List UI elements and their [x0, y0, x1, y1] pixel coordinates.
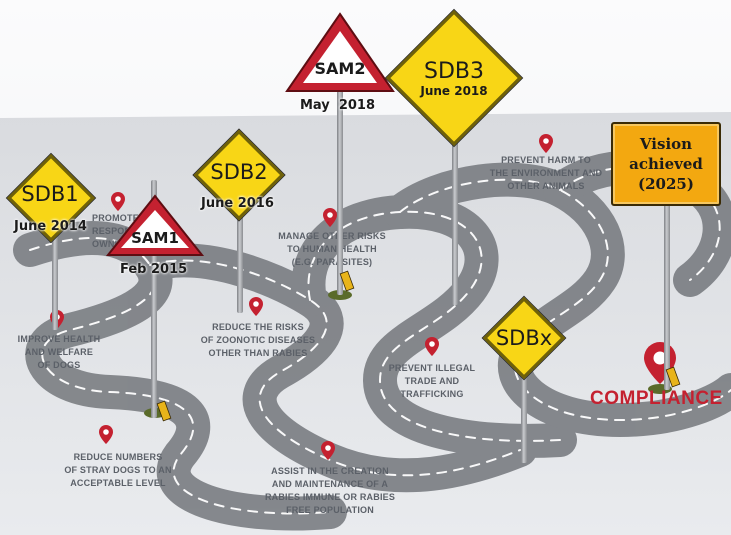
pin-icon	[249, 297, 263, 316]
pin-icon	[111, 192, 125, 211]
label-reduce-stray-dogs: REDUCE NUMBERS OF STRAY DOGS TO AN ACCEP…	[64, 452, 172, 488]
pin-icon	[323, 208, 337, 227]
pole-sam2	[337, 80, 343, 295]
sign-vision-achieved: Vision achieved (2025)	[611, 122, 721, 206]
pole-sdb1	[52, 205, 58, 330]
sign-sam2-label: SAM2	[314, 59, 366, 78]
label-prevent-trade: PREVENT ILLEGAL TRADE AND TRAFFICKING	[388, 363, 476, 399]
pole-sdb2	[237, 195, 243, 313]
label-reduce-zoonotic-risks: REDUCE THE RISKS OF ZOONOTIC DISEASES OT…	[200, 322, 316, 358]
label-manage-human-health: MANAGE OTHER RISKS TO HUMAN HEALTH (E.G.…	[278, 231, 386, 267]
pin-icon	[321, 441, 335, 460]
sign-sam2	[285, 12, 395, 92]
sign-sam1	[105, 194, 205, 256]
pin-icon	[539, 134, 553, 153]
sign-sam1-label: SAM1	[131, 229, 179, 247]
pin-icon	[425, 337, 439, 356]
label-prevent-harm: PREVENT HARM TO THE ENVIRONMENT AND OTHE…	[489, 155, 603, 191]
road-lane-markings	[29, 166, 731, 515]
pole-sdbx	[521, 365, 527, 463]
pin-icon	[99, 425, 113, 444]
sign-sdbx-label: SDBx	[495, 326, 553, 350]
pole-vision	[664, 200, 670, 390]
sign-sdb1-label: SDB1	[21, 182, 79, 206]
pole-sdb3	[452, 130, 458, 305]
compliance-label: COMPLIANCE	[590, 388, 723, 409]
sam2-date: May 2018	[300, 98, 376, 113]
pole-sam1	[151, 180, 157, 418]
label-improve-health: IMPROVE HEALTH AND WELFARE OF DOGS	[17, 334, 101, 370]
sdb1-date: June 2014	[14, 219, 87, 234]
sign-sdb2-label: SDB2	[210, 160, 268, 184]
sign-sdb3-label: SDB3 June 2018	[420, 59, 488, 99]
label-assist-rabies: ASSIST IN THE CREATION AND MAINTENANCE O…	[264, 466, 396, 515]
sdb2-date: June 2016	[201, 196, 274, 211]
sam1-date: Feb 2015	[120, 262, 188, 277]
